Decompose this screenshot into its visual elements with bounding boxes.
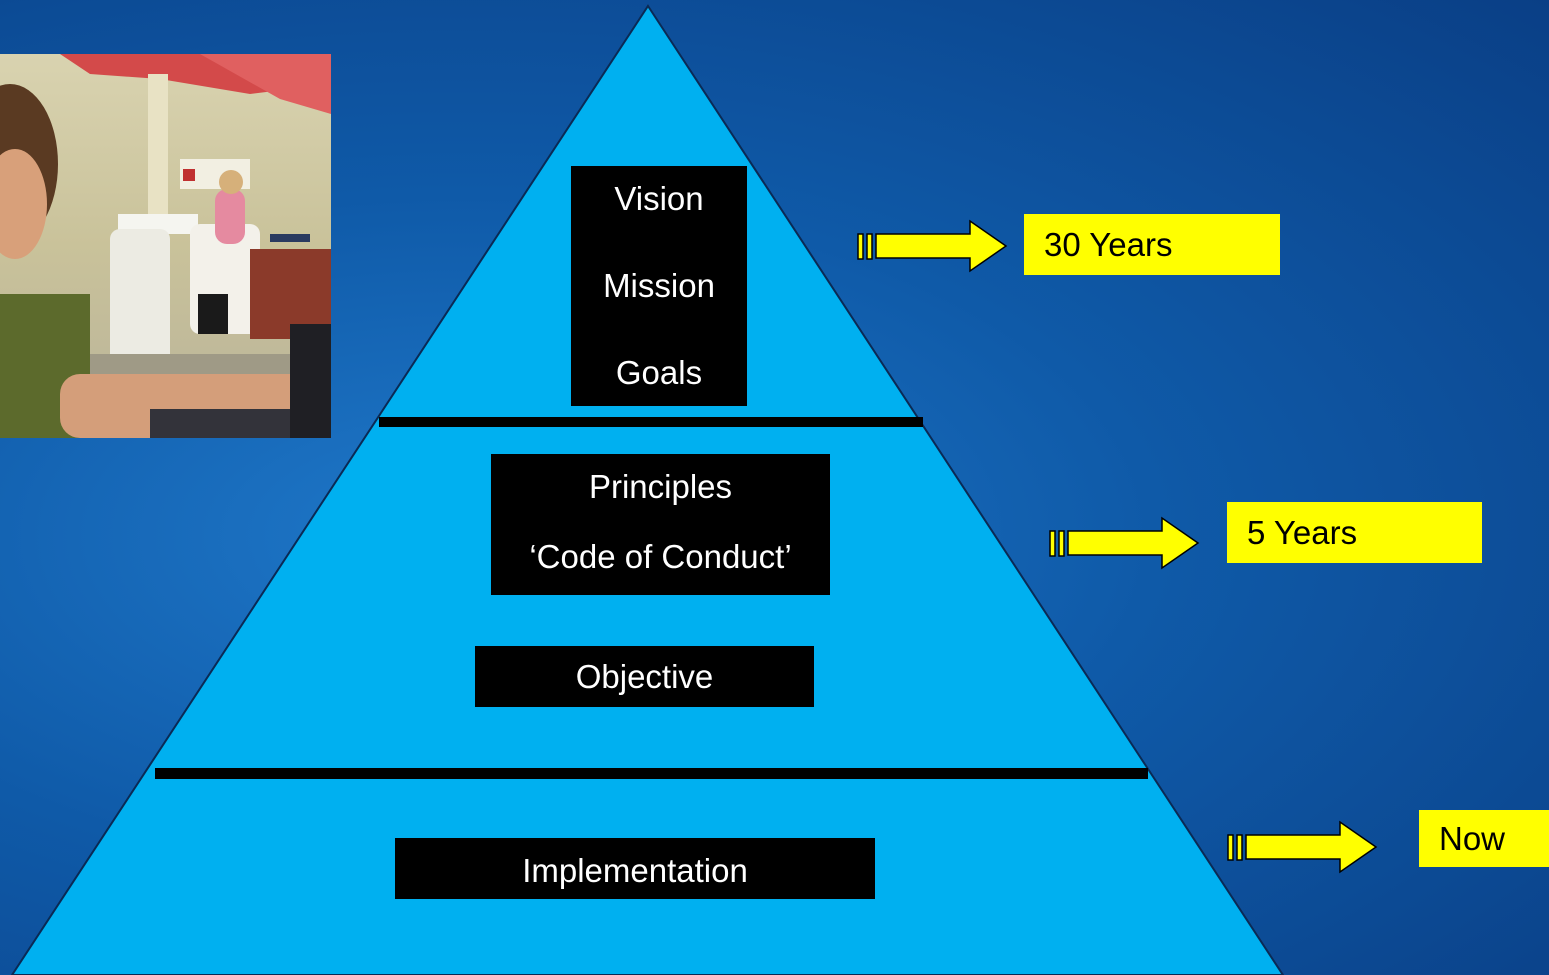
tier-divider-bottom	[155, 768, 1148, 779]
arrow-icon	[1049, 516, 1200, 570]
meeting-photo-icon	[0, 54, 331, 438]
objective-label: Objective	[575, 658, 714, 695]
principles-box: Principles ‘Code of Conduct’	[491, 454, 830, 595]
vision-label: Vision	[614, 180, 704, 217]
timeframe-now: Now	[1419, 810, 1549, 867]
implementation-label: Implementation	[522, 852, 748, 889]
tier-divider-top	[379, 417, 923, 427]
implementation-box: Implementation	[395, 838, 875, 899]
arrow-icon	[1227, 820, 1378, 874]
code-of-conduct-label: ‘Code of Conduct’	[529, 538, 792, 575]
objective-box: Objective	[475, 646, 814, 707]
timeframe-30-years: 30 Years	[1024, 214, 1280, 275]
principles-label: Principles	[588, 468, 733, 505]
timeframe-5-years: 5 Years	[1227, 502, 1482, 563]
goals-label: Goals	[615, 354, 703, 391]
arrow-icon	[857, 219, 1008, 273]
top-tier-box: Vision Mission Goals	[571, 166, 747, 406]
mission-label: Mission	[603, 267, 715, 304]
